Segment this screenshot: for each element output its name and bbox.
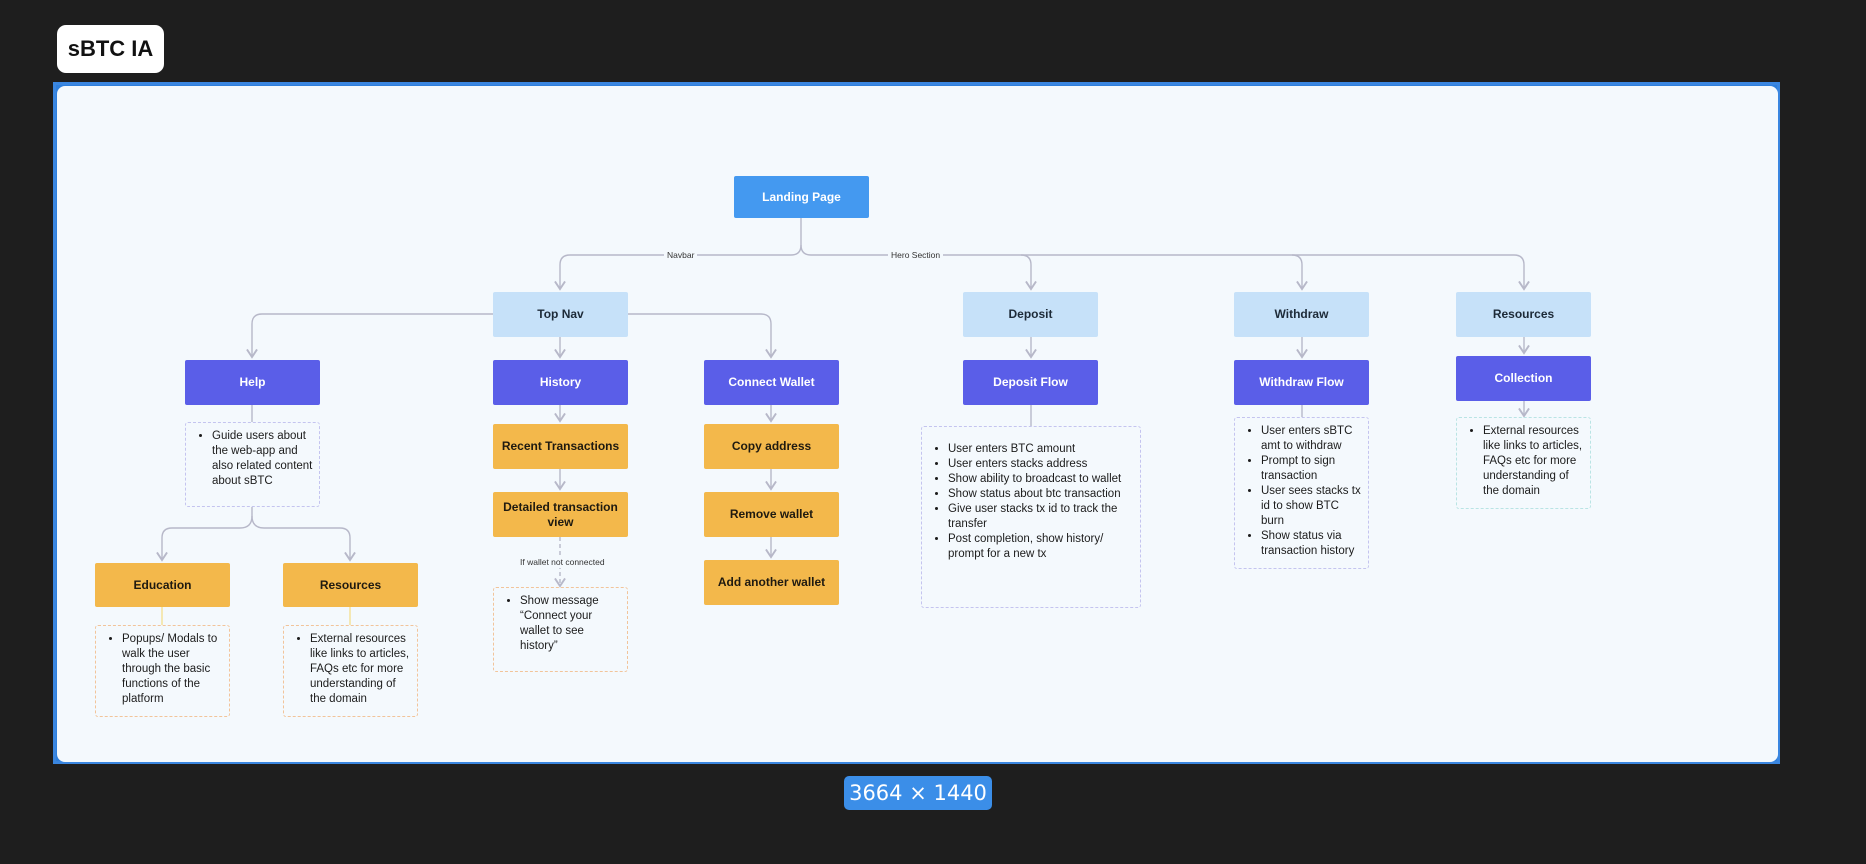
node-recent-transactions[interactable]: Recent Transactions <box>493 424 628 469</box>
board-title[interactable]: sBTC IA <box>57 25 164 73</box>
node-resources[interactable]: Resources <box>1456 292 1591 337</box>
note-deposit: User enters BTC amount User enters stack… <box>921 426 1141 608</box>
node-deposit-flow[interactable]: Deposit Flow <box>963 360 1098 405</box>
node-education[interactable]: Education <box>95 563 230 607</box>
node-remove-wallet[interactable]: Remove wallet <box>704 492 839 537</box>
note-withdraw-item: Show status via transaction history <box>1261 529 1362 559</box>
dimension-badge: 3664 × 1440 <box>844 776 992 810</box>
node-help[interactable]: Help <box>185 360 320 405</box>
node-detailed-transaction-view[interactable]: Detailed transaction view <box>493 492 628 537</box>
edge-landing-resources <box>1292 254 1530 291</box>
note-education: Popups/ Modals to walk the user through … <box>95 625 230 717</box>
note-wallet-message: Show message “Connect your wallet to see… <box>493 587 628 672</box>
node-add-another-wallet[interactable]: Add another wallet <box>704 560 839 605</box>
note-collection: External resources like links to article… <box>1456 417 1591 509</box>
note-deposit-item: Show status about btc transaction <box>948 487 1134 502</box>
node-deposit[interactable]: Deposit <box>963 292 1098 337</box>
note-withdraw-item: Prompt to sign transaction <box>1261 454 1362 484</box>
note-help-item: Guide users about the web-app and also r… <box>212 429 313 489</box>
note-help-resources: External resources like links to article… <box>283 625 418 717</box>
node-withdraw[interactable]: Withdraw <box>1234 292 1369 337</box>
edge-topnav-connect <box>628 313 777 359</box>
note-deposit-item: Give user stacks tx id to track the tran… <box>948 502 1134 532</box>
note-withdraw-item: User sees stacks tx id to show BTC burn <box>1261 484 1362 529</box>
node-history[interactable]: History <box>493 360 628 405</box>
note-withdraw-item: User enters sBTC amt to withdraw <box>1261 424 1362 454</box>
edge-label-hero-section: Hero Section <box>888 250 944 261</box>
node-withdraw-flow[interactable]: Withdraw Flow <box>1234 360 1369 405</box>
node-top-nav[interactable]: Top Nav <box>493 292 628 337</box>
note-withdraw: User enters sBTC amt to withdraw Prompt … <box>1234 417 1369 569</box>
edge-label-navbar: Navbar <box>664 250 698 261</box>
note-deposit-item: User enters BTC amount <box>948 442 1134 457</box>
note-deposit-item: Show ability to broadcast to wallet <box>948 472 1134 487</box>
note-deposit-item: Post completion, show history/ prompt fo… <box>948 532 1134 562</box>
note-education-item: Popups/ Modals to walk the user through … <box>122 632 223 707</box>
node-help-resources[interactable]: Resources <box>283 563 418 607</box>
note-wallet-message-item: Show message “Connect your wallet to see… <box>520 594 621 654</box>
edge-label-wallet-not-connected: If wallet not connected <box>517 557 608 568</box>
diagram-canvas <box>57 86 1778 762</box>
note-help-resources-item: External resources like links to article… <box>310 632 411 707</box>
note-help: Guide users about the web-app and also r… <box>185 422 320 507</box>
node-collection[interactable]: Collection <box>1456 356 1591 401</box>
edge-note-resources <box>251 515 356 562</box>
edge-landing-withdraw <box>1021 254 1308 291</box>
note-deposit-item: User enters stacks address <box>948 457 1134 472</box>
edge-topnav-help <box>246 313 493 359</box>
edge-note-education <box>156 507 253 562</box>
node-landing-page[interactable]: Landing Page <box>734 176 869 218</box>
node-copy-address[interactable]: Copy address <box>704 424 839 469</box>
node-connect-wallet[interactable]: Connect Wallet <box>704 360 839 405</box>
note-collection-item: External resources like links to article… <box>1483 424 1584 499</box>
